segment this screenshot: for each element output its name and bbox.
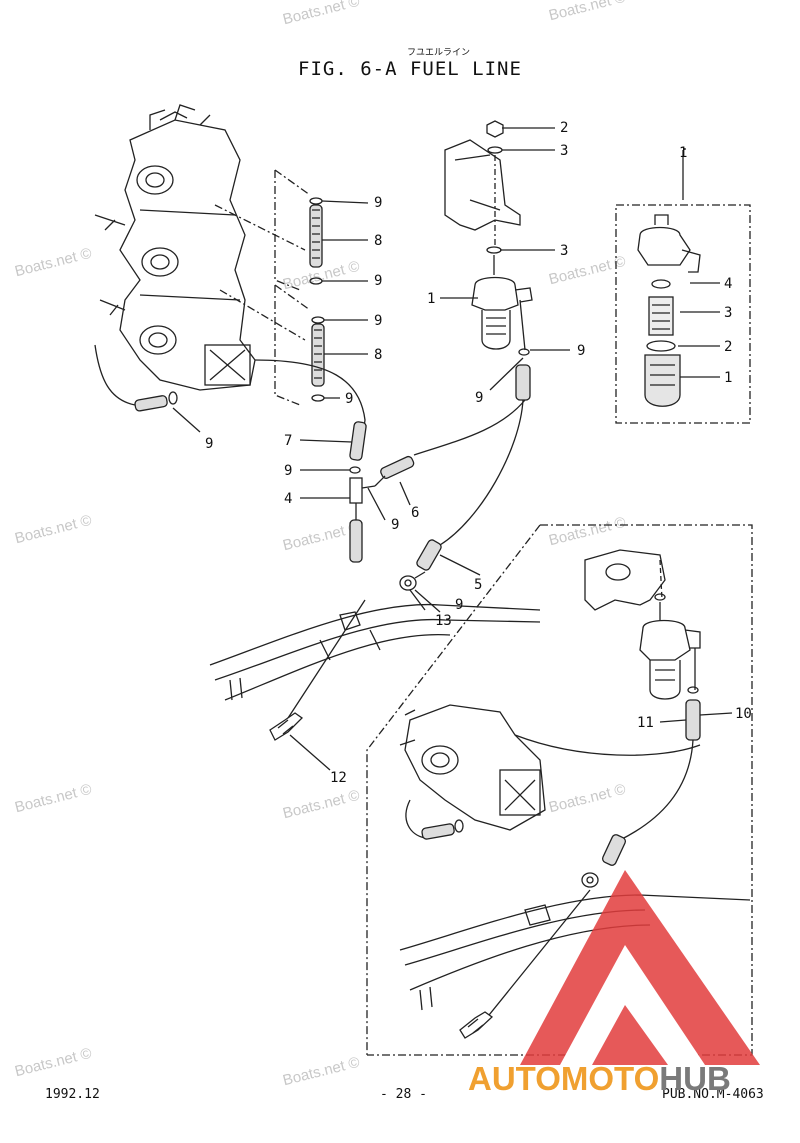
callout-9: 9 [455, 597, 464, 613]
callout-9: 9 [577, 343, 586, 359]
callout-9: 9 [345, 391, 354, 407]
callout-2: 2 [724, 339, 733, 355]
callout-7: 7 [284, 433, 293, 449]
callout-3: 3 [560, 143, 569, 159]
callout-9: 9 [374, 195, 383, 211]
callout-4: 4 [724, 276, 733, 292]
callout-9: 9 [205, 436, 214, 452]
figure-title: FIG. 6-A FUEL LINE [298, 58, 522, 80]
footer-page-number: - 28 - [380, 1087, 427, 1102]
callout-9: 9 [391, 517, 400, 533]
automotohub-logo: AUTOMOTOHUB [468, 1060, 731, 1098]
footer-pub-number: PUB.NO.M-4063 [662, 1087, 764, 1102]
callout-8: 8 [374, 233, 383, 249]
footer-date: 1992.12 [45, 1087, 100, 1102]
callout-10: 10 [735, 706, 752, 722]
callout-4: 4 [284, 491, 293, 507]
callout-5: 5 [474, 577, 483, 593]
callout-9: 9 [374, 273, 383, 289]
callout-11: 11 [637, 715, 654, 731]
callout-13: 13 [435, 613, 452, 629]
callout-8: 8 [374, 347, 383, 363]
callout-9: 9 [284, 463, 293, 479]
callout-9: 9 [374, 313, 383, 329]
callout-1: 1 [679, 145, 688, 161]
logo-text-automoto: AUTOMOTO [468, 1060, 660, 1097]
callout-12: 12 [330, 770, 347, 786]
logo-text-hub: HUB [659, 1060, 731, 1097]
japanese-title: フユエルライン [407, 48, 471, 58]
callout-1: 1 [724, 370, 733, 386]
callout-1: 1 [427, 291, 436, 307]
callout-6: 6 [411, 505, 420, 521]
callout-2: 2 [560, 120, 569, 136]
callout-3: 3 [560, 243, 569, 259]
callout-3: 3 [724, 305, 733, 321]
callout-9: 9 [475, 390, 484, 406]
carburetor-stack [94, 104, 256, 391]
automotohub-logo-icon [520, 870, 760, 1065]
